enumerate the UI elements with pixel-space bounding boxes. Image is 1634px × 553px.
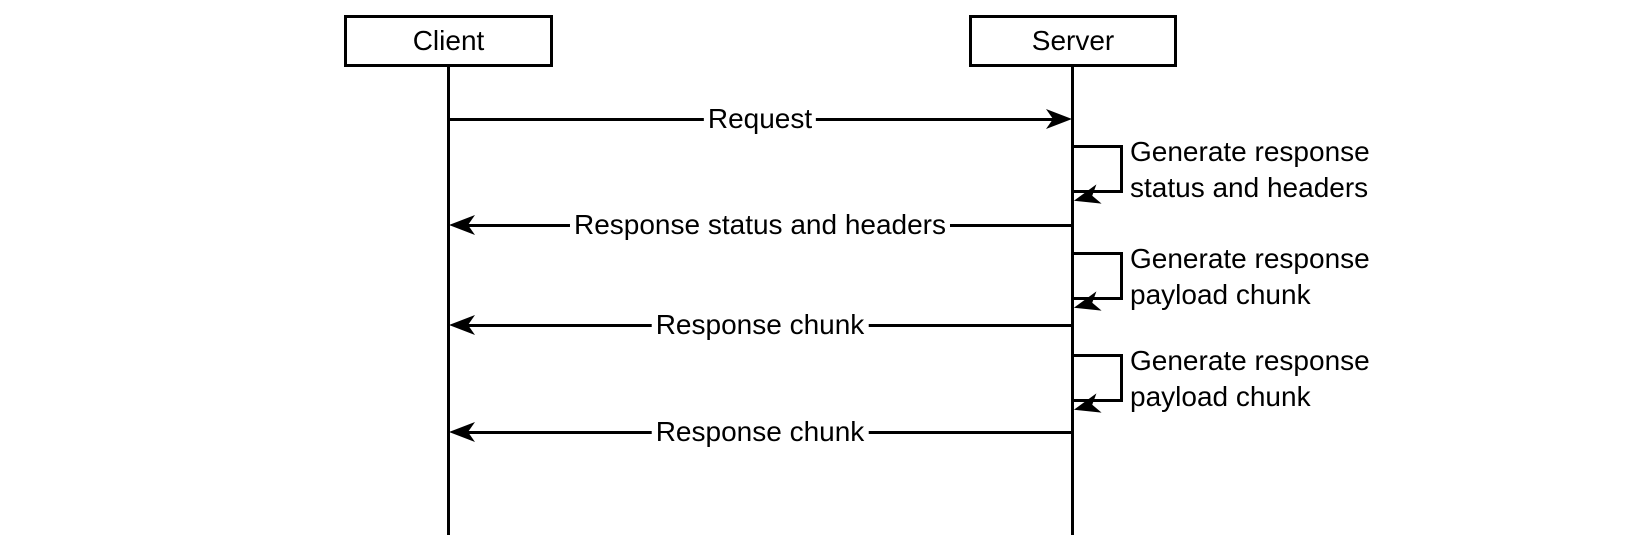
actor-client-box: Client [344, 15, 553, 67]
self-message-loop-2 [1072, 252, 1123, 300]
left-arrowhead-icon [449, 422, 475, 442]
self-message-label-3: Generate response payload chunk [1130, 345, 1370, 412]
self-message-label-2: Generate response payload chunk [1130, 243, 1370, 310]
response-chunk-2-message-label: Response chunk [651, 415, 869, 449]
left-arrowhead-icon [1073, 393, 1102, 413]
server-lifeline [1071, 67, 1074, 535]
left-arrowhead-icon [449, 215, 475, 235]
right-arrowhead-icon [1046, 109, 1072, 129]
response-chunk-1-message-label: Response chunk [651, 308, 869, 342]
actor-server-box: Server [969, 15, 1177, 67]
self-message-label-1: Generate response status and headers [1130, 136, 1370, 203]
request-message-label: Request [703, 102, 817, 136]
client-lifeline [447, 67, 450, 535]
actor-server-label: Server [1031, 25, 1115, 56]
left-arrowhead-icon [449, 315, 475, 335]
response-headers-message-label: Response status and headers [569, 208, 951, 242]
left-arrowhead-icon [1073, 184, 1102, 204]
self-message-loop-1 [1072, 145, 1123, 193]
left-arrowhead-icon [1073, 291, 1102, 311]
self-message-loop-3 [1072, 354, 1123, 402]
actor-client-label: Client [412, 25, 485, 56]
